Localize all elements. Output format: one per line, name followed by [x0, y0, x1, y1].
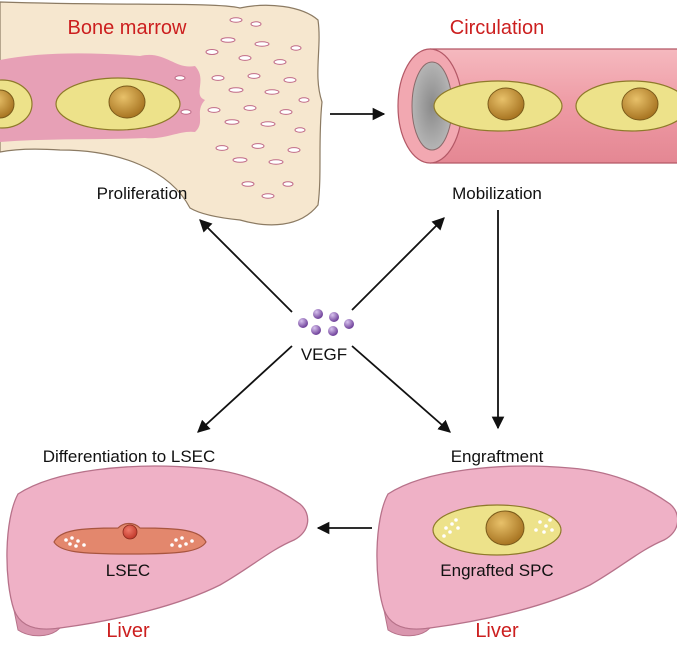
proliferation-label: Proliferation — [97, 184, 188, 203]
marrow-cell — [0, 79, 33, 129]
circulating-cell — [433, 80, 563, 132]
arrow-vegf-to-engraftment — [351, 345, 451, 433]
liver-right-title: Liver — [475, 620, 519, 642]
engraftment-label: Engraftment — [451, 447, 544, 466]
engrafted-spc-cell — [432, 504, 562, 556]
vegf-molecules — [298, 309, 354, 336]
lsec-label: LSEC — [106, 561, 150, 580]
blood-vessel — [397, 48, 677, 164]
circulation-title: Circulation — [450, 17, 544, 39]
mobilization-label: Mobilization — [452, 184, 542, 203]
lsec-cell — [53, 522, 207, 555]
arrow-vegf-to-differentiation — [197, 345, 293, 433]
arrow-vegf-to-mobilization — [351, 217, 445, 311]
engrafted-spc-label: Engrafted SPC — [440, 561, 553, 580]
marrow-cell — [55, 77, 181, 131]
trabecular-pores — [174, 17, 310, 199]
differentiation-label: Differentiation to LSEC — [43, 447, 216, 466]
vegf-label: VEGF — [301, 345, 347, 364]
bone-marrow-title: Bone marrow — [68, 17, 187, 39]
liver-left-title: Liver — [106, 620, 150, 642]
circulating-cell — [575, 80, 677, 132]
arrow-vegf-to-proliferation — [199, 219, 293, 313]
